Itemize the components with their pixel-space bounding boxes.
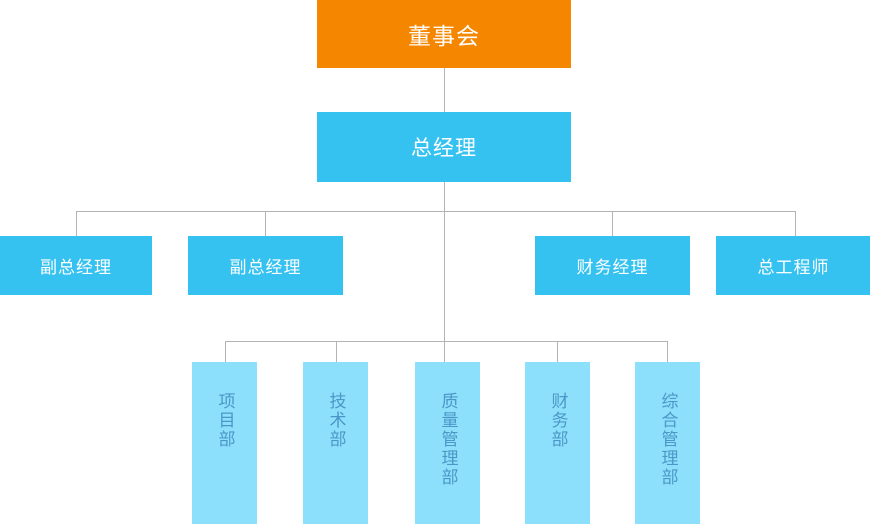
node-technology-department-label: 技术部 (326, 392, 346, 449)
node-deputy-gm-1[interactable]: 副总经理 (0, 236, 152, 295)
node-general-manager[interactable]: 总经理 (317, 112, 571, 182)
connector-drop-deputy-gm-2 (265, 211, 266, 236)
connector-drop-tech-dept (336, 341, 337, 362)
connector-level4-bar (225, 341, 667, 342)
connector-level3-bar (76, 211, 796, 212)
node-project-department[interactable]: 项目部 (192, 362, 257, 524)
connector-board-to-gm (444, 68, 445, 112)
node-quality-management-department[interactable]: 质量管理部 (415, 362, 480, 524)
connector-drop-deputy-gm-1 (76, 211, 77, 236)
node-finance-department[interactable]: 财务部 (525, 362, 590, 524)
connector-drop-chief-engineer (795, 211, 796, 236)
node-chief-engineer-label: 总工程师 (757, 258, 830, 277)
node-board-label: 董事会 (408, 23, 480, 49)
node-finance-manager-label: 财务经理 (576, 258, 649, 277)
node-finance-department-label: 财务部 (548, 392, 568, 449)
connector-drop-quality-dept (444, 341, 445, 362)
node-project-department-label: 项目部 (215, 392, 235, 449)
node-quality-management-department-label: 质量管理部 (438, 392, 458, 487)
connector-drop-finance-dept (557, 341, 558, 362)
node-general-manager-label: 总经理 (411, 137, 477, 160)
connector-drop-project-dept (225, 341, 226, 362)
connector-gm-trunk (444, 182, 445, 362)
connector-drop-finance-mgr (612, 211, 613, 236)
node-general-admin-department[interactable]: 综合管理部 (635, 362, 700, 524)
node-finance-manager[interactable]: 财务经理 (535, 236, 690, 295)
node-board[interactable]: 董事会 (317, 0, 571, 68)
node-deputy-gm-1-label: 副总经理 (40, 258, 112, 277)
node-general-admin-department-label: 综合管理部 (658, 392, 678, 487)
node-technology-department[interactable]: 技术部 (303, 362, 368, 524)
node-chief-engineer[interactable]: 总工程师 (716, 236, 870, 295)
node-deputy-gm-2[interactable]: 副总经理 (188, 236, 343, 295)
node-deputy-gm-2-label: 副总经理 (229, 258, 302, 277)
connector-drop-general-admin-dept (667, 341, 668, 362)
